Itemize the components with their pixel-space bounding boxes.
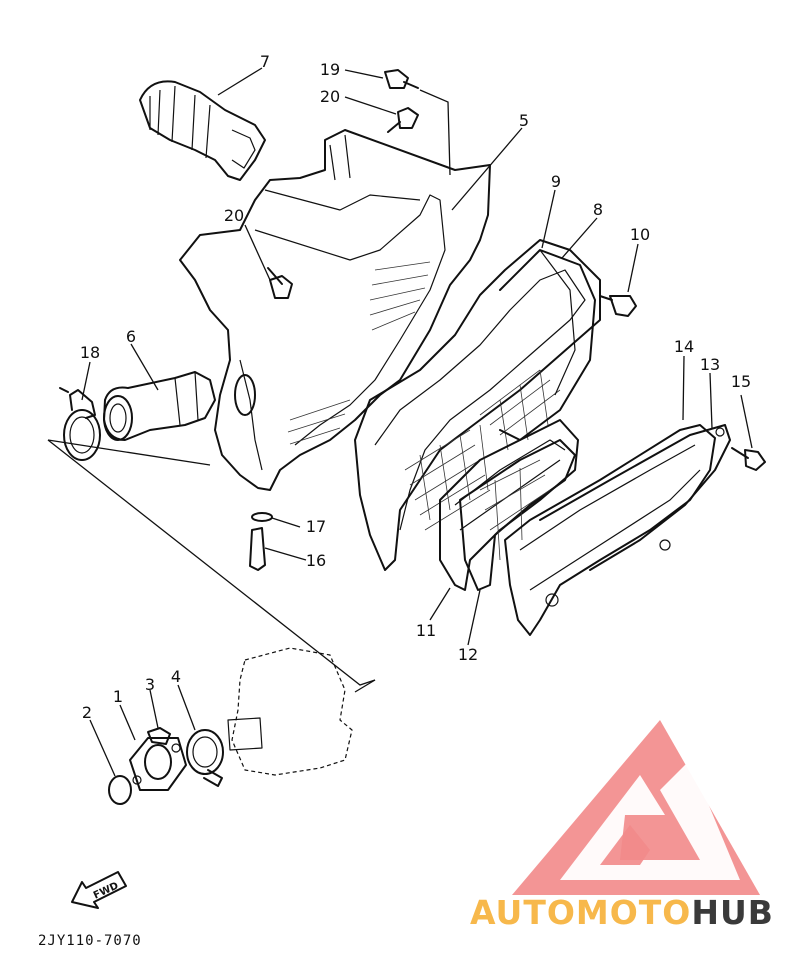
watermark-logo bbox=[512, 720, 760, 895]
watermark-text: AUTOMOTOHUB bbox=[470, 893, 774, 932]
callout-7: 7 bbox=[260, 52, 270, 71]
callout-17: 17 bbox=[306, 517, 326, 536]
clamp-part-18 bbox=[59, 387, 101, 461]
callout-12: 12 bbox=[458, 645, 478, 664]
callout-20-top: 20 bbox=[320, 87, 340, 106]
callout-10: 10 bbox=[630, 225, 650, 244]
drain-hose-part-16 bbox=[249, 527, 266, 571]
callout-19: 19 bbox=[320, 60, 340, 79]
callout-6: 6 bbox=[126, 327, 136, 346]
bolt-part-20-side bbox=[267, 267, 293, 299]
carburetor-outline bbox=[227, 647, 353, 776]
screw-part-3 bbox=[147, 727, 171, 745]
screw-part-15 bbox=[731, 447, 766, 471]
callout-4: 4 bbox=[171, 667, 181, 686]
screw-part-10 bbox=[599, 295, 637, 317]
bolt-part-20-top bbox=[387, 107, 419, 133]
o-ring-part-2 bbox=[108, 775, 132, 805]
clip-part-17 bbox=[251, 512, 273, 522]
leader-lines bbox=[81, 67, 753, 777]
carburetor-joint-part-1 bbox=[129, 737, 187, 791]
callout-11: 11 bbox=[416, 621, 436, 640]
air-cleaner-case-part bbox=[179, 129, 491, 491]
element-part-8 bbox=[499, 249, 596, 441]
callout-9: 9 bbox=[551, 172, 561, 191]
reference-lines bbox=[47, 439, 376, 693]
callout-13: 13 bbox=[700, 355, 720, 374]
callout-3: 3 bbox=[145, 675, 155, 694]
callout-14: 14 bbox=[674, 337, 694, 356]
callout-1: 1 bbox=[113, 687, 123, 706]
cover-part-14 bbox=[504, 424, 716, 636]
callout-8: 8 bbox=[593, 200, 603, 219]
element-assembly-part-9 bbox=[354, 239, 601, 571]
callout-16: 16 bbox=[306, 551, 326, 570]
callout-2: 2 bbox=[82, 703, 92, 722]
callout-20-side: 20 bbox=[224, 206, 244, 225]
fwd-arrow-icon: FWD bbox=[71, 871, 127, 909]
cover-part-13 bbox=[539, 424, 731, 571]
clamp-part-4 bbox=[186, 729, 224, 787]
intake-duct-part bbox=[139, 80, 266, 181]
part-code-label: 2JY110-7070 bbox=[38, 933, 142, 949]
callout-18: 18 bbox=[80, 343, 100, 362]
bolt-part-19 bbox=[384, 69, 419, 89]
callout-15: 15 bbox=[731, 372, 751, 391]
joint-part bbox=[103, 371, 216, 441]
callout-5: 5 bbox=[519, 111, 529, 130]
element-frame-part-12 bbox=[459, 439, 576, 591]
